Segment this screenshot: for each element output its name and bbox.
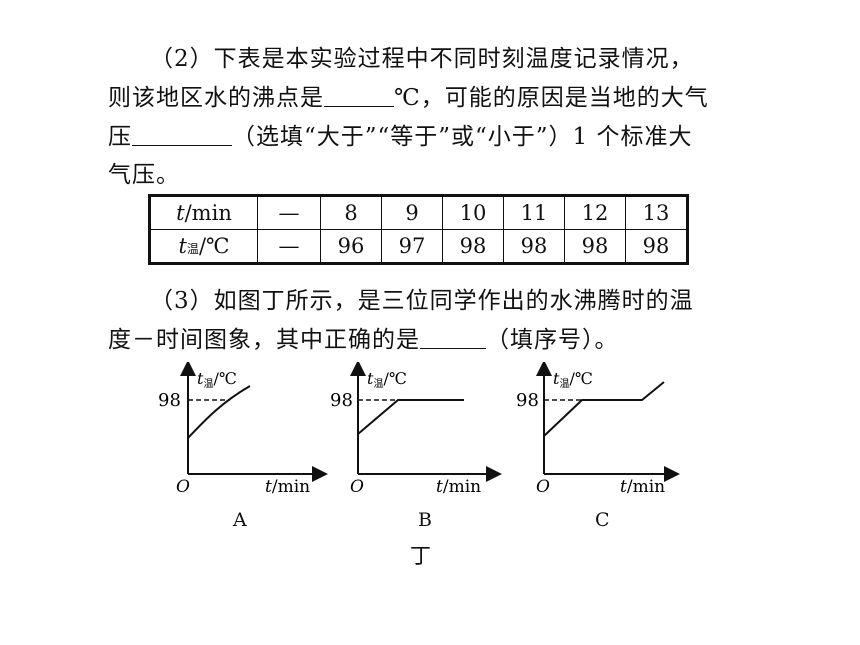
q2-line-1: （2）下表是本实验过程中不同时刻温度记录情况， <box>150 46 694 72</box>
table-cell: 13 <box>625 195 688 230</box>
temp-sub: 温 <box>186 242 199 256</box>
table-cell: 12 <box>564 195 626 230</box>
table-cell: 8 <box>320 195 382 230</box>
q2-line-2-text-b: ℃，可能的原因是当地的大气 <box>394 85 709 111</box>
q2-line-2-text-a: 则该地区水的沸点是 <box>108 85 324 111</box>
table-cell: — <box>257 195 321 230</box>
time-header-cell: t/min <box>149 195 258 230</box>
table-cell: 98 <box>625 229 688 264</box>
origin-label: O <box>536 477 550 494</box>
table-cell: 11 <box>503 195 565 230</box>
y-axis-label: t温/℃ <box>553 369 593 390</box>
q3-line-2: 度－时间图象，其中正确的是 （填序号）。 <box>108 325 619 355</box>
curve-b <box>357 399 464 435</box>
x-axis-label: t/min <box>265 477 310 494</box>
graph-label-c: C <box>595 509 610 531</box>
x-axis-label: t/min <box>620 477 665 494</box>
table-cell: 98 <box>442 229 504 264</box>
answer-blank[interactable] <box>420 326 486 349</box>
temp-var: t <box>178 234 187 258</box>
graph-a: t温/℃ 98 O t/min <box>158 362 328 494</box>
origin-label: O <box>176 477 190 494</box>
value-98-label: 98 <box>158 390 181 411</box>
table-cell: — <box>257 229 321 264</box>
table-cell: 98 <box>503 229 565 264</box>
table-cell: 97 <box>381 229 443 264</box>
q3-line-2-text-a: 度－时间图象，其中正确的是 <box>108 327 420 353</box>
temperature-header-cell: t温/℃ <box>149 229 258 264</box>
table-cell: 9 <box>381 195 443 230</box>
q3-line-1: （3）如图丁所示，是三位同学作出的水沸腾时的温 <box>150 288 694 314</box>
q2-line-3-text-b: （选填“大于”“等于”或“小于”）1 个标准大 <box>232 124 693 150</box>
table-cell: 96 <box>320 229 382 264</box>
table-cell: 10 <box>442 195 504 230</box>
value-98-label: 98 <box>516 390 539 411</box>
q2-line-2: 则该地区水的沸点是 ℃，可能的原因是当地的大气 <box>108 83 709 113</box>
graph-label-b: B <box>418 509 432 531</box>
table-row-temperature: t温/℃ — 96 97 98 98 98 98 <box>149 229 688 264</box>
x-axis-label: t/min <box>436 477 481 494</box>
q2-line-3: 压 （选填“大于”“等于”或“小于”）1 个标准大 <box>108 122 693 152</box>
graph-label-a: A <box>233 509 247 531</box>
q2-line-3-text-a: 压 <box>108 124 132 150</box>
curve-a <box>187 385 251 439</box>
graph-c: t温/℃ 98 O t/min <box>516 362 680 494</box>
figure-caption: 丁 <box>410 544 431 568</box>
temp-unit: /℃ <box>198 234 230 258</box>
boiling-point-blank[interactable] <box>324 84 394 107</box>
graph-b: t温/℃ 98 O t/min <box>330 362 502 494</box>
time-var: t <box>176 201 185 225</box>
time-unit: /min <box>184 201 232 225</box>
pressure-blank[interactable] <box>132 123 232 146</box>
curve-c <box>543 381 665 437</box>
temperature-table: t/min — 8 9 10 11 12 13 t温/℃ — 96 97 98 … <box>148 194 689 265</box>
origin-label: O <box>350 477 364 494</box>
value-98-label: 98 <box>330 390 353 411</box>
q2-line-4: 气压。 <box>108 162 180 188</box>
y-axis-label: t温/℃ <box>367 369 407 390</box>
table-cell: 98 <box>564 229 626 264</box>
y-axis-label: t温/℃ <box>197 369 237 390</box>
table-row-time: t/min — 8 9 10 11 12 13 <box>149 195 688 230</box>
q3-line-2-text-b: （填序号）。 <box>486 327 619 353</box>
